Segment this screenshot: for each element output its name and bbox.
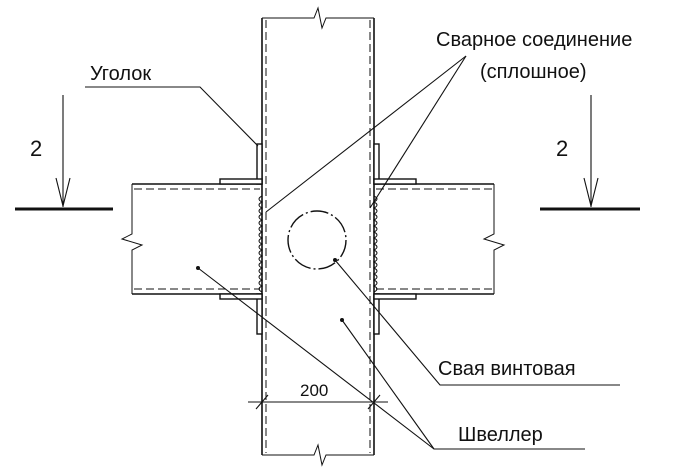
label-angle: Уголок	[90, 63, 151, 85]
angle-connectors	[219, 143, 417, 335]
label-channel: Швеллер	[458, 424, 543, 446]
screw-pile	[287, 210, 347, 270]
dimension-line	[248, 394, 388, 410]
label-weld-line2: (сплошное)	[480, 61, 587, 83]
section-mark-right	[540, 95, 640, 211]
section-number-right: 2	[556, 136, 568, 161]
leader-lines	[85, 55, 620, 450]
section-number-left: 2	[30, 136, 42, 161]
weld-seams	[258, 195, 378, 293]
left-beam	[120, 183, 262, 295]
dimension-value: 200	[300, 381, 328, 400]
section-mark-left	[15, 95, 113, 211]
vertical-channel	[261, 6, 375, 467]
label-weld-line1: Сварное соединение	[436, 29, 632, 51]
right-beam	[374, 183, 506, 295]
label-pile: Свая винтовая	[438, 358, 576, 380]
